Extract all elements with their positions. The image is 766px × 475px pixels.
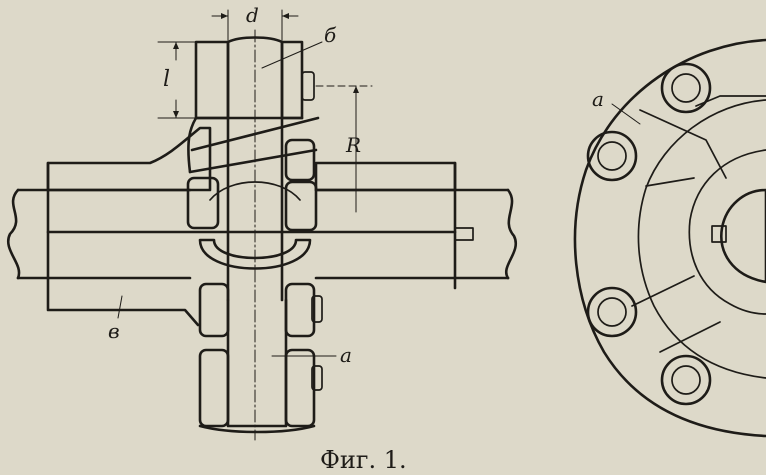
label-a-center: а	[340, 343, 352, 367]
dim-d	[211, 9, 299, 41]
nuts	[186, 138, 323, 428]
dim-l	[157, 41, 197, 119]
dim-R	[315, 85, 373, 233]
label-v: в	[108, 319, 120, 343]
spherical-bush	[198, 181, 312, 270]
end-view: а	[573, 38, 766, 438]
left-shaft	[6, 188, 192, 280]
label-R: R	[345, 133, 361, 157]
bolt	[187, 29, 320, 441]
label-l: l	[163, 67, 170, 92]
hub-section	[46, 126, 212, 192]
label-a-right: а	[592, 87, 604, 111]
label-d: d	[246, 3, 259, 27]
right-shaft	[314, 188, 518, 280]
label-b: б	[324, 23, 337, 47]
section-view: d l R б а в	[6, 3, 518, 441]
flange-bolts	[586, 62, 712, 406]
figure-caption: Фиг. 1.	[320, 446, 407, 474]
